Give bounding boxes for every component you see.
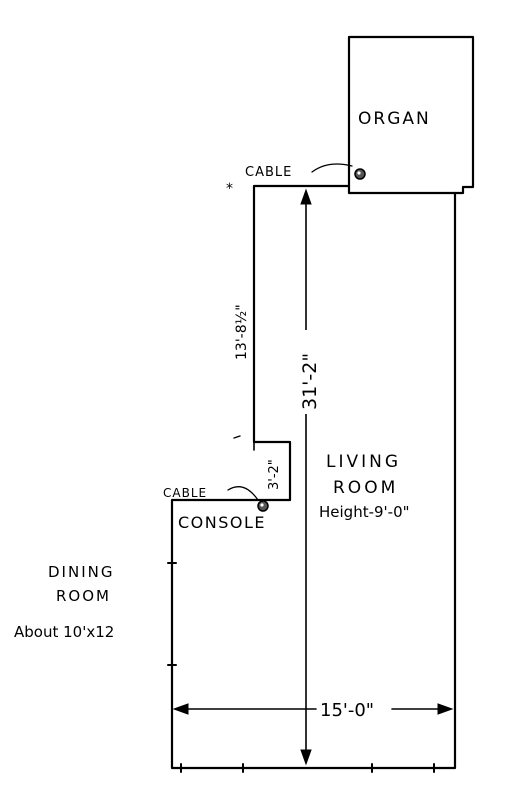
cable-bottom-label: CABLE (163, 486, 207, 500)
length-arrow-top (300, 188, 312, 205)
cable-top-connector-dot (357, 171, 361, 175)
length-arrow-bottom (300, 749, 312, 766)
organ-chamber-outline (347, 35, 475, 195)
organ-label: ORGAN (358, 109, 431, 129)
dining-size-label: About 10'x12 (14, 623, 114, 641)
living-room-label: LIVING (326, 452, 401, 472)
dining-room-label-2: ROOM (56, 587, 111, 605)
width-arrow-left (172, 703, 189, 715)
tick-upper-bottom (233, 435, 241, 439)
length-label-gap (292, 330, 320, 414)
corner-mark-top: * (226, 181, 233, 197)
living-room-label-2: ROOM (333, 478, 398, 498)
cable-top-label: CABLE (245, 165, 292, 180)
wall-upper-dimension: 13'-8½" (234, 304, 250, 360)
width-arrow-right (437, 703, 454, 715)
cable-bottom-leader (227, 486, 259, 501)
dining-room-label: DINING (48, 563, 114, 581)
living-room-outline (170, 184, 457, 770)
room-length-dimension: 31'-2" (299, 353, 321, 410)
cable-top-leader (311, 163, 353, 173)
wall-step-dimension: 3'-2" (267, 459, 282, 490)
cable-bottom-connector-dot (260, 503, 264, 507)
room-width-dimension: 15'-0" (320, 700, 374, 721)
living-height-label: Height-9'-0" (319, 503, 410, 521)
console-label: CONSOLE (178, 513, 266, 532)
